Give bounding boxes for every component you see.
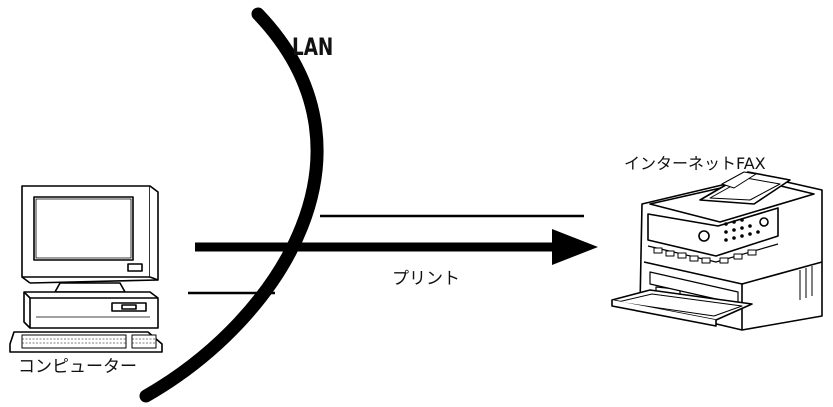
lan-boundary-curve (146, 14, 317, 396)
fax-machine-icon (612, 172, 822, 330)
print-label: プリント (392, 264, 460, 289)
internet-fax-label: インターネットFAX (624, 150, 766, 174)
print-arrow-head (552, 229, 598, 265)
computer-label: コンピューター (18, 352, 137, 377)
lan-label: LAN (292, 33, 333, 61)
desktop-computer-icon (10, 186, 162, 352)
